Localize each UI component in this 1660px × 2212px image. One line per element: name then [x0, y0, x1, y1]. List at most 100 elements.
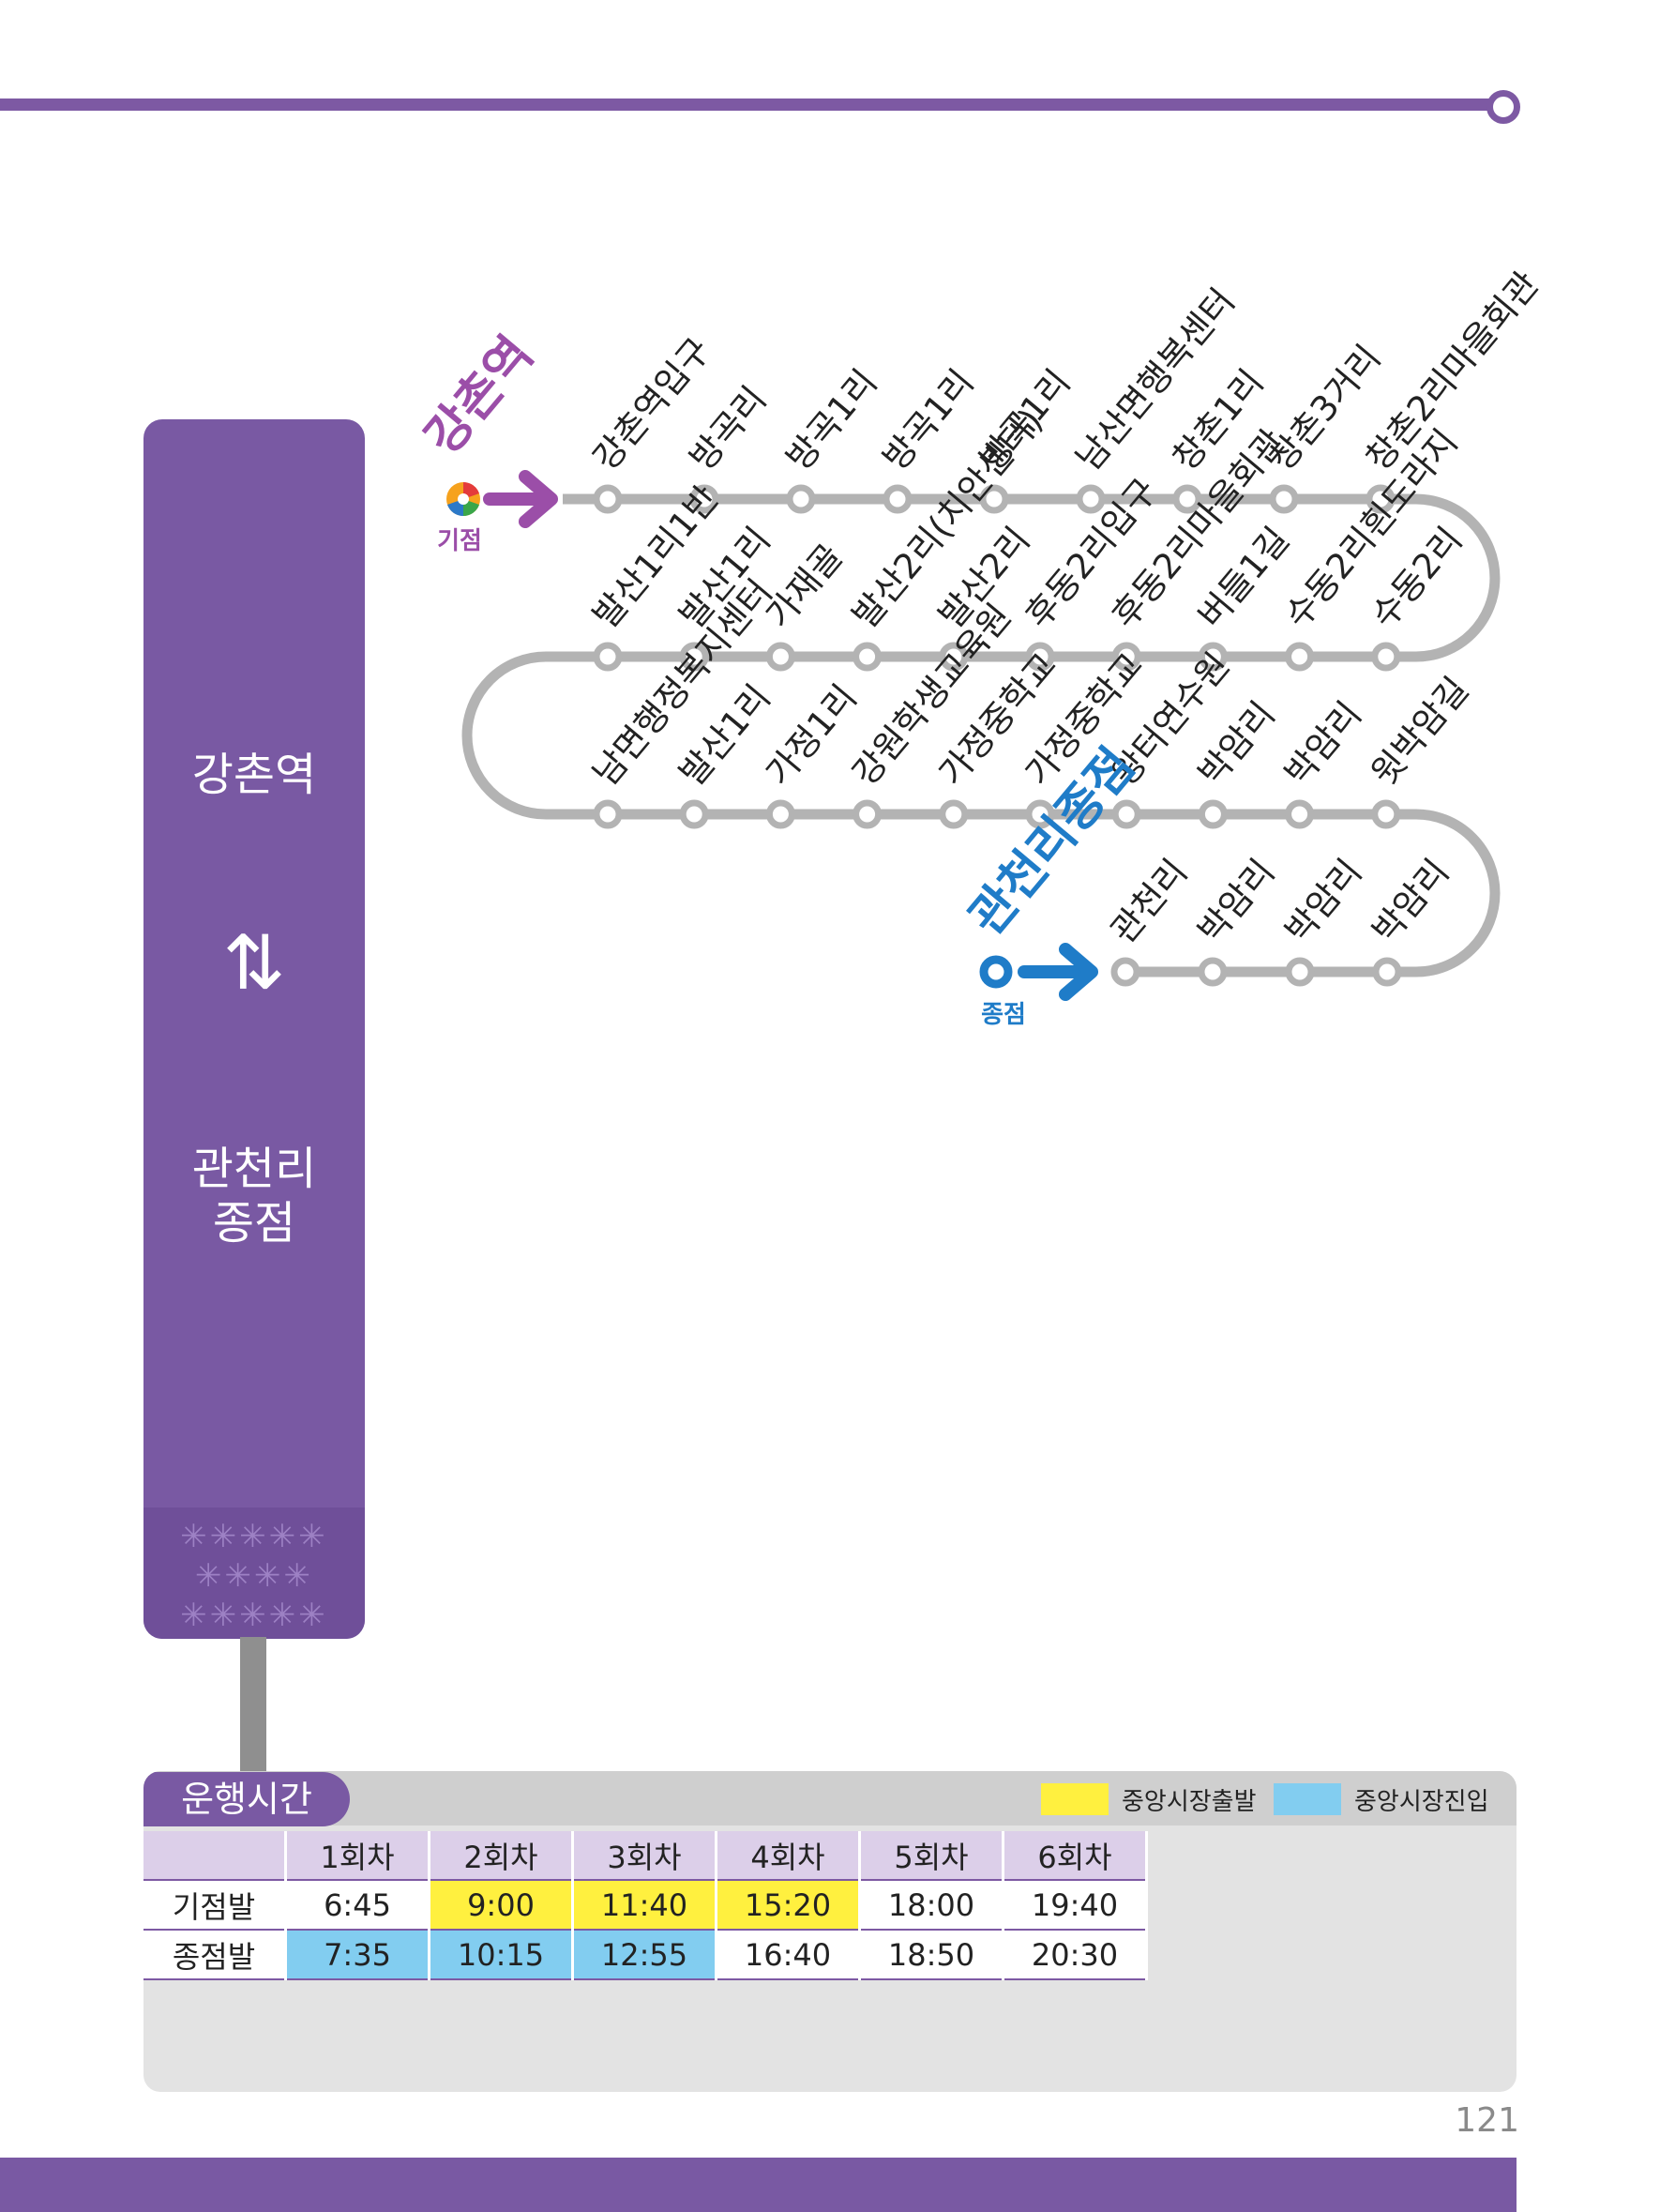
row-label-terminus: 종점발 — [143, 1930, 287, 1980]
station-stop-2-3 — [765, 642, 795, 672]
station-stop-3-2 — [679, 799, 709, 829]
station-stop-3-5 — [939, 799, 969, 829]
station-label-3-9: 박암리 — [1277, 694, 1370, 794]
station-stop-3-4 — [853, 799, 883, 829]
station-stop-2-7 — [1111, 642, 1141, 672]
station-stop-1-8 — [1269, 484, 1299, 514]
sidebar-terminus-line1: 관천리 — [191, 1143, 317, 1195]
legend-entry-swatch — [1274, 1783, 1341, 1815]
bidirectional-arrow-icon: ⇅ — [222, 919, 286, 1007]
station-stop-2-9 — [1285, 642, 1315, 672]
header-trip-5: 5회차 — [859, 1831, 1004, 1881]
station-stop-2-5 — [939, 642, 969, 672]
origin-label: 기점 — [437, 527, 482, 555]
origin-time-5: 18:00 — [859, 1880, 1004, 1931]
schedule-panel: 운행시간 중앙시장출발 중앙시장진입 1회차 2회차 3회차 4회차 5회차 6… — [143, 1771, 1517, 2092]
station-stop-2-10 — [1371, 642, 1401, 672]
station-stop-1-3 — [786, 484, 816, 514]
legend-entry: 중앙시장진입 — [1274, 1782, 1489, 1816]
header-trip-1: 1회차 — [285, 1831, 430, 1881]
station-stop-4-2 — [1198, 957, 1228, 987]
station-label-1-4: 방곡1리 — [875, 362, 982, 478]
sidebar-origin: 강촌역 — [191, 749, 317, 801]
station-stop-2-2 — [679, 642, 709, 672]
station-stop-3-3 — [765, 799, 795, 829]
timetable-row-origin: 기점발 6:45 9:00 11:40 15:20 18:00 19:40 — [143, 1880, 1148, 1931]
station-stop-4-1 — [1110, 957, 1140, 987]
origin-logo-wedge-3 — [447, 499, 463, 516]
origin-time-4: 15:20 — [716, 1880, 861, 1931]
terminus-ring-icon — [979, 955, 1013, 989]
header-trip-3: 3회차 — [572, 1831, 717, 1881]
station-stop-3-1 — [593, 799, 623, 829]
sidebar-terminus-line2: 종점 — [212, 1197, 296, 1250]
origin-logo-wedge-2 — [463, 499, 479, 516]
sidebar-terminus: 관천리 종점 — [143, 1142, 365, 1250]
timetable-header-row: 1회차 2회차 3회차 4회차 5회차 6회차 — [143, 1831, 1148, 1881]
station-stop-4-3 — [1285, 957, 1315, 987]
terminus-arrow-head — [1059, 943, 1098, 1001]
station-stop-1-6 — [1076, 484, 1106, 514]
terminus-time-1: 7:35 — [285, 1930, 430, 1980]
station-label-4-1: 관천리 — [1103, 852, 1196, 951]
origin-time-1: 6:45 — [285, 1880, 430, 1931]
terminus-time-3: 12:55 — [572, 1930, 717, 1980]
station-stop-2-4 — [853, 642, 883, 672]
origin-logo-wedge — [463, 482, 479, 499]
station-label-4-3: 박암리 — [1277, 852, 1370, 951]
station-stop-1-2 — [689, 484, 719, 514]
header-trip-2: 2회차 — [429, 1831, 574, 1881]
top-rule-endpoint — [1486, 90, 1520, 124]
legend-departure-swatch — [1041, 1783, 1109, 1815]
bottom-band — [0, 2158, 1517, 2212]
top-rule — [0, 98, 1491, 111]
terminus-time-5: 18:50 — [859, 1930, 1004, 1980]
route-line — [461, 493, 1501, 977]
station-stop-1-5 — [979, 484, 1009, 514]
timetable: 1회차 2회차 3회차 4회차 5회차 6회차 기점발 6:45 9:00 11… — [143, 1831, 1148, 1980]
sign-post — [240, 1637, 266, 1778]
station-stop-4-4 — [1372, 957, 1402, 987]
station-label-4-2: 박암리 — [1190, 852, 1283, 951]
origin-time-6: 19:40 — [1003, 1880, 1148, 1931]
terminus-time-4: 16:40 — [716, 1930, 861, 1980]
legend-departure: 중앙시장출발 — [1041, 1782, 1257, 1816]
station-label-4-4: 박암리 — [1365, 852, 1457, 951]
timetable-corner — [143, 1831, 287, 1881]
station-stop-1-7 — [1172, 484, 1202, 514]
station-label-3-3: 가정1리 — [758, 677, 865, 794]
legend-entry-label: 중앙시장진입 — [1354, 1787, 1489, 1816]
station-stop-3-8 — [1198, 799, 1228, 829]
legend-departure-label: 중앙시장출발 — [1122, 1787, 1257, 1816]
station-stop-1-4 — [883, 484, 913, 514]
origin-time-3: 11:40 — [572, 1880, 717, 1931]
timetable-row-terminus: 종점발 7:35 10:15 12:55 16:40 18:50 20:30 — [143, 1930, 1148, 1980]
header-trip-6: 6회차 — [1003, 1831, 1148, 1881]
origin-arrow-head — [519, 470, 558, 528]
origin-logo-center — [458, 493, 469, 505]
terminus-time-2: 10:15 — [429, 1930, 574, 1980]
station-label-1-3: 방곡1리 — [778, 362, 885, 478]
terminus-time-6: 20:30 — [1003, 1930, 1148, 1980]
station-stop-3-10 — [1371, 799, 1401, 829]
origin-time-2: 9:00 — [429, 1880, 574, 1931]
page-number: 121 — [1455, 2101, 1519, 2140]
station-stop-1-9 — [1366, 484, 1396, 514]
flower-pattern-decoration: ✳✳✳✳✳ ✳✳✳✳ ✳✳✳✳✳ — [143, 1507, 365, 1639]
header-trip-4: 4회차 — [716, 1831, 861, 1881]
terminus-label: 종점 — [981, 1001, 1026, 1029]
schedule-title: 운행시간 — [143, 1772, 350, 1826]
route-sidebar: 강촌역 ⇅ 관천리 종점 ✳✳✳✳✳ ✳✳✳✳ ✳✳✳✳✳ — [143, 419, 365, 1639]
row-label-origin: 기점발 — [143, 1880, 287, 1931]
station-stop-2-8 — [1198, 642, 1228, 672]
station-stop-2-1 — [593, 642, 623, 672]
origin-marker: 기점 강촌역 — [415, 326, 558, 555]
station-stop-1-1 — [593, 484, 623, 514]
station-stop-2-6 — [1025, 642, 1055, 672]
station-label-3-10: 윗박암길 — [1364, 670, 1476, 794]
station-label-1-2: 방곡리 — [682, 379, 775, 478]
station-stop-3-7 — [1111, 799, 1141, 829]
origin-name: 강촌역 — [415, 326, 544, 466]
station-stop-3-6 — [1025, 799, 1055, 829]
